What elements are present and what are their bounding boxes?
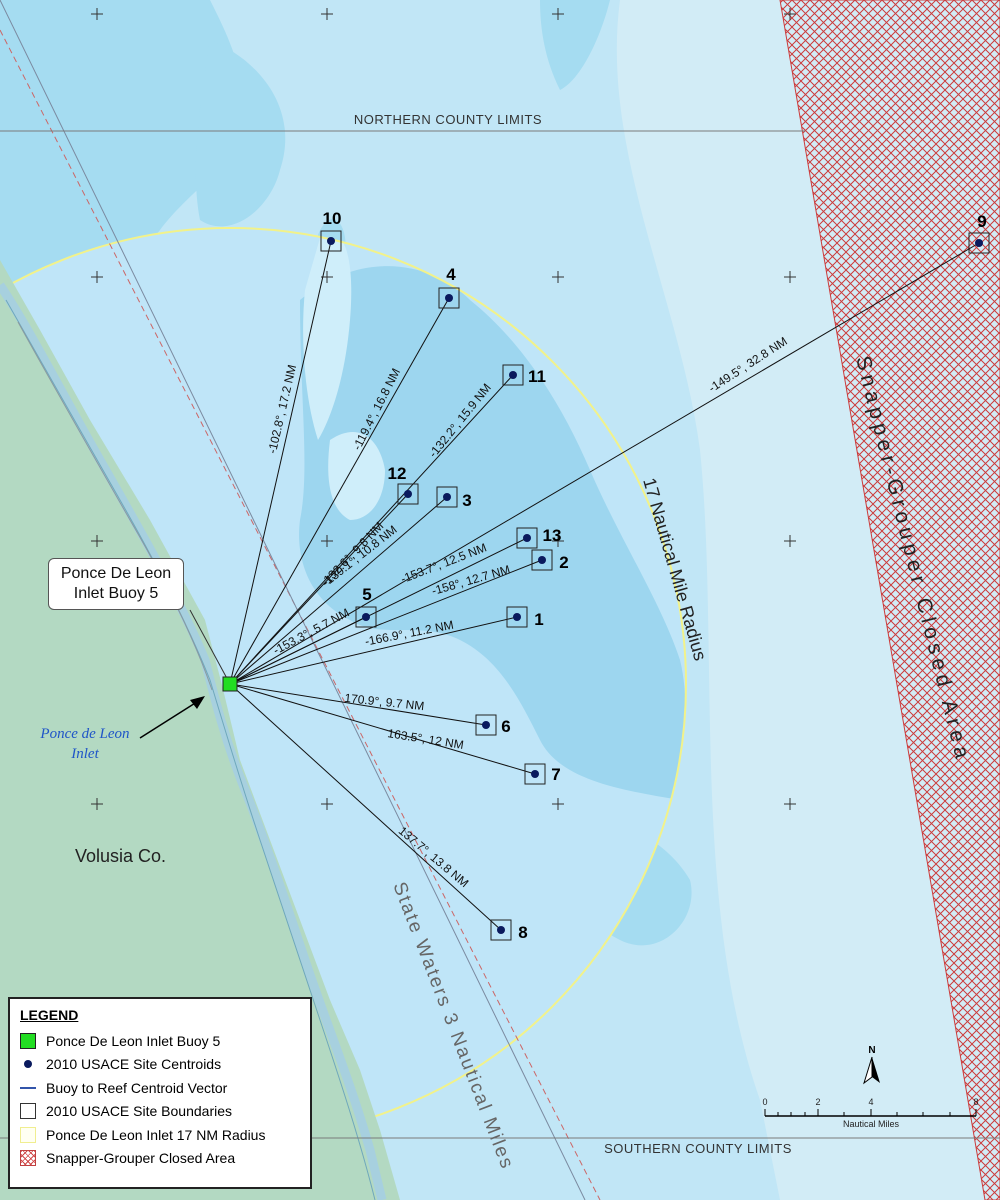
inlet-arrow-shaft [139,699,201,739]
closed-area-hatch-icon [20,1150,36,1167]
inlet-label: Ponce de Leon Inlet [20,724,150,764]
southern-county-label: SOUTHERN COUNTY LIMITS [604,1141,792,1156]
site-centroid-3[interactable] [443,493,451,501]
buoy-callout: Ponce De Leon Inlet Buoy 5 [48,558,184,610]
legend-item-closed-area: Snapper-Grouper Closed Area [20,1147,300,1171]
site-boundary-13 [516,527,538,549]
vector-line-site-5 [229,616,367,685]
site-number-7: 7 [551,765,560,784]
vector-line-site-1 [229,616,518,685]
inlet-label-line-1: Ponce de Leon [40,726,130,742]
legend-item-boundaries: 2010 USACE Site Boundaries [20,1100,300,1124]
callout-leader [189,609,231,685]
scale-tick-label: 4 [868,1097,873,1107]
site-number-1: 1 [534,610,543,629]
coastline-land [0,260,400,1200]
legend-item-label: Buoy to Reef Centroid Vector [46,1079,228,1096]
site-number-11: 11 [528,367,546,386]
site-number-6: 6 [501,717,510,736]
county-label: Volusia Co. [75,846,167,866]
site-boundary-10 [320,230,342,252]
north-arrow-label: N [868,1045,875,1056]
site-centroid-8[interactable] [497,926,505,934]
inlet-label-line-2: Inlet [71,746,99,762]
site-centroid-13[interactable] [523,534,531,542]
vector-line-site-11 [229,374,514,685]
site-centroid-1[interactable] [513,613,521,621]
site-number-5: 5 [362,585,371,604]
boundary-square-icon [20,1103,36,1120]
legend-item-label: Ponce De Leon Inlet 17 NM Radius [46,1126,266,1143]
site-boundary-4 [438,287,460,309]
scale-tick-label: 0 [762,1097,767,1107]
vector-line-site-7 [229,683,536,775]
site-boundary-6 [475,714,497,736]
legend-item-label: 2010 USACE Site Boundaries [46,1103,232,1120]
northern-county-label: NORTHERN COUNTY LIMITS [354,112,542,127]
site-centroid-9[interactable] [975,239,983,247]
scale-tick-label: 2 [815,1097,820,1107]
radius-square-icon [20,1126,36,1143]
site-number-3: 3 [462,491,471,510]
scale-unit-label: Nautical Miles [843,1119,900,1129]
site-boundary-2 [531,549,553,571]
site-boundary-11 [502,364,524,386]
site-number-9: 9 [977,212,986,231]
vector-line-site-2 [229,559,543,685]
site-number-12: 12 [388,464,407,483]
buoy-to-reef-vectors [229,240,980,931]
buoy-5-marker[interactable] [222,676,238,692]
centroid-dot-icon [20,1056,36,1072]
site-centroid-4[interactable] [445,294,453,302]
vector-line-site-9 [229,242,980,685]
site-boundary-1 [506,606,528,628]
site-centroid-11[interactable] [509,371,517,379]
site-centroid-12[interactable] [404,490,412,498]
site-boundary-3 [436,486,458,508]
site-boundary-5 [355,606,377,628]
legend-item-radius: Ponce De Leon Inlet 17 NM Radius [20,1123,300,1147]
site-boundary-8 [490,919,512,941]
vector-line-site-4 [229,297,450,685]
site-centroid-2[interactable] [538,556,546,564]
site-boundary-12 [397,483,419,505]
vector-line-icon [20,1080,36,1096]
site-centroid-7[interactable] [531,770,539,778]
site-boundary-9 [968,232,990,254]
vector-line-site-6 [229,683,487,726]
site-boundary-7 [524,763,546,785]
snapper-grouper-closed-area [779,0,1000,1200]
legend-item-label: 2010 USACE Site Centroids [46,1056,222,1073]
inlet-arrow-head [190,696,205,709]
site-number-2: 2 [559,553,568,572]
site-centroid-5[interactable] [362,613,370,621]
site-centroid-6[interactable] [482,721,490,729]
legend-item-centroids: 2010 USACE Site Centroids [20,1053,300,1077]
vector-line-site-10 [229,240,332,685]
site-number-10: 10 [323,209,342,228]
buoy-callout-line-1: Ponce De Leon [60,565,172,582]
legend-item-buoy: Ponce De Leon Inlet Buoy 5 [20,1029,300,1053]
vector-line-site-3 [229,496,448,685]
site-centroid-10[interactable] [327,237,335,245]
buoy-square-icon [20,1032,36,1049]
legend-item-vector: Buoy to Reef Centroid Vector [20,1076,300,1100]
legend-title: LEGEND [20,1007,79,1023]
site-number-8: 8 [518,923,527,942]
legend-item-label: Ponce De Leon Inlet Buoy 5 [46,1032,221,1049]
legend: LEGEND Ponce De Leon Inlet Buoy 5 2010 U… [8,997,312,1189]
north-arrow-icon: N [863,1045,880,1085]
vector-line-site-12 [229,493,409,685]
legend-item-label: Snapper-Grouper Closed Area [46,1150,236,1167]
vector-line-site-8 [229,683,502,931]
scale-tick-label: 8 [973,1097,978,1107]
site-number-13: 13 [543,526,562,545]
site-number-4: 4 [446,265,456,284]
buoy-callout-line-2: Inlet Buoy 5 [73,585,159,602]
scale-bar: 0 2 4 8 Nautical Miles [762,1097,978,1129]
usace-sites: 10 4 11 9 12 3 13 2 5 1 6 7 8 [320,209,990,942]
